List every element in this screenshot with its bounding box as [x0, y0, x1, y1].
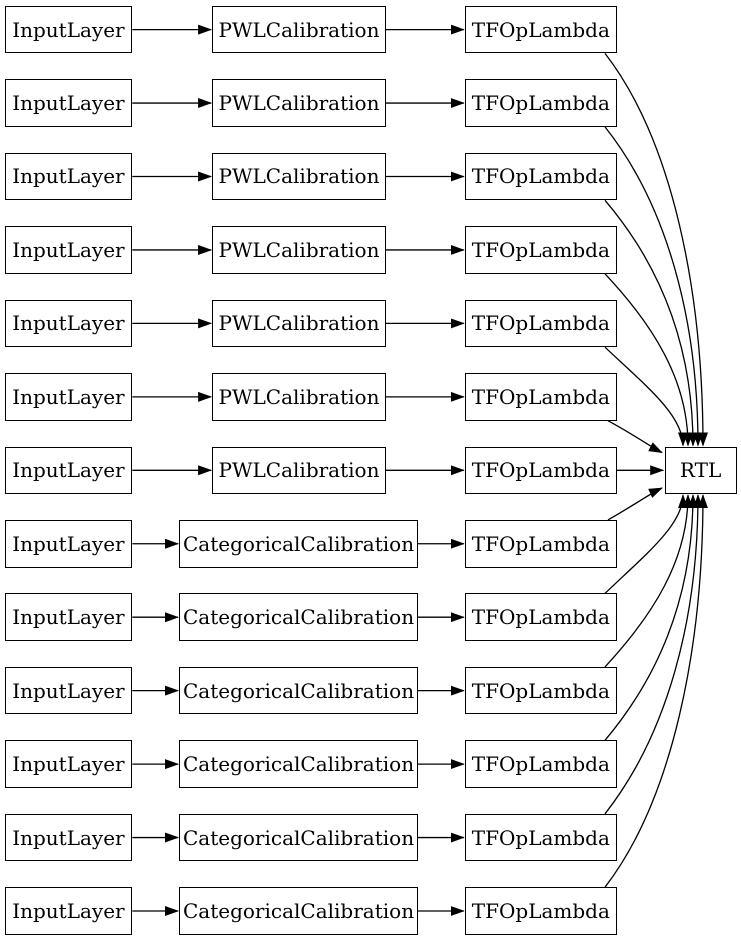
node-tfop-lambda-1: TFOpLambda — [465, 5, 617, 54]
node-tfop-lambda-5: TFOpLambda — [465, 299, 617, 348]
node-input-layer-2: InputLayer — [4, 79, 133, 127]
node-calibration-12: CategoricalCalibration — [179, 813, 418, 862]
node-calibration-11: CategoricalCalibration — [179, 740, 418, 788]
node-tfop-lambda-2: TFOpLambda — [465, 79, 617, 127]
node-input-layer-7: InputLayer — [4, 446, 133, 495]
node-input-layer-9: InputLayer — [4, 593, 133, 641]
node-input-layer-1: InputLayer — [4, 5, 133, 54]
node-calibration-7: PWLCalibration — [212, 446, 386, 495]
edge-lambda-to-rtl-13 — [604, 494, 708, 888]
node-calibration-4: PWLCalibration — [212, 226, 386, 274]
edge-lambda-to-rtl-1 — [604, 53, 708, 447]
node-tfop-lambda-12: TFOpLambda — [465, 813, 617, 862]
node-tfop-lambda-9: TFOpLambda — [465, 593, 617, 641]
edge-lambda-to-rtl-2 — [604, 126, 703, 447]
node-calibration-1: PWLCalibration — [212, 5, 386, 54]
edge-lambda-to-rtl-3 — [604, 199, 698, 447]
node-calibration-5: PWLCalibration — [212, 299, 386, 348]
node-calibration-6: PWLCalibration — [212, 373, 386, 421]
edge-lambda-to-rtl-4 — [604, 273, 693, 447]
node-input-layer-13: InputLayer — [4, 887, 133, 935]
node-input-layer-4: InputLayer — [4, 226, 133, 274]
node-tfop-lambda-4: TFOpLambda — [465, 226, 617, 274]
node-input-layer-3: InputLayer — [4, 152, 133, 201]
edge-lambda-to-rtl-6 — [607, 420, 663, 454]
node-tfop-lambda-6: TFOpLambda — [465, 373, 617, 421]
node-tfop-lambda-3: TFOpLambda — [465, 152, 617, 201]
node-calibration-13: CategoricalCalibration — [179, 887, 418, 935]
node-calibration-2: PWLCalibration — [212, 79, 386, 127]
node-input-layer-8: InputLayer — [4, 519, 133, 568]
node-input-layer-10: InputLayer — [4, 666, 133, 715]
node-input-layer-11: InputLayer — [4, 740, 133, 788]
edge-lambda-to-rtl-10 — [604, 494, 693, 668]
node-tfop-lambda-13: TFOpLambda — [465, 887, 617, 935]
edge-lambda-to-rtl-8 — [607, 487, 663, 521]
edge-lambda-to-rtl-11 — [604, 494, 698, 741]
edge-lambda-to-rtl-5 — [604, 346, 688, 447]
node-input-layer-6: InputLayer — [4, 373, 133, 421]
node-tfop-lambda-8: TFOpLambda — [465, 519, 617, 568]
node-tfop-lambda-7: TFOpLambda — [465, 446, 617, 495]
node-calibration-9: CategoricalCalibration — [179, 593, 418, 641]
node-tfop-lambda-11: TFOpLambda — [465, 740, 617, 788]
node-tfop-lambda-10: TFOpLambda — [465, 666, 617, 715]
node-calibration-3: PWLCalibration — [212, 152, 386, 201]
node-input-layer-5: InputLayer — [4, 299, 133, 348]
node-calibration-8: CategoricalCalibration — [179, 519, 418, 568]
node-rtl: RTL — [664, 446, 737, 495]
node-input-layer-12: InputLayer — [4, 813, 133, 862]
edge-lambda-to-rtl-9 — [604, 494, 688, 594]
node-calibration-10: CategoricalCalibration — [179, 666, 418, 715]
edge-lambda-to-rtl-12 — [604, 494, 703, 815]
